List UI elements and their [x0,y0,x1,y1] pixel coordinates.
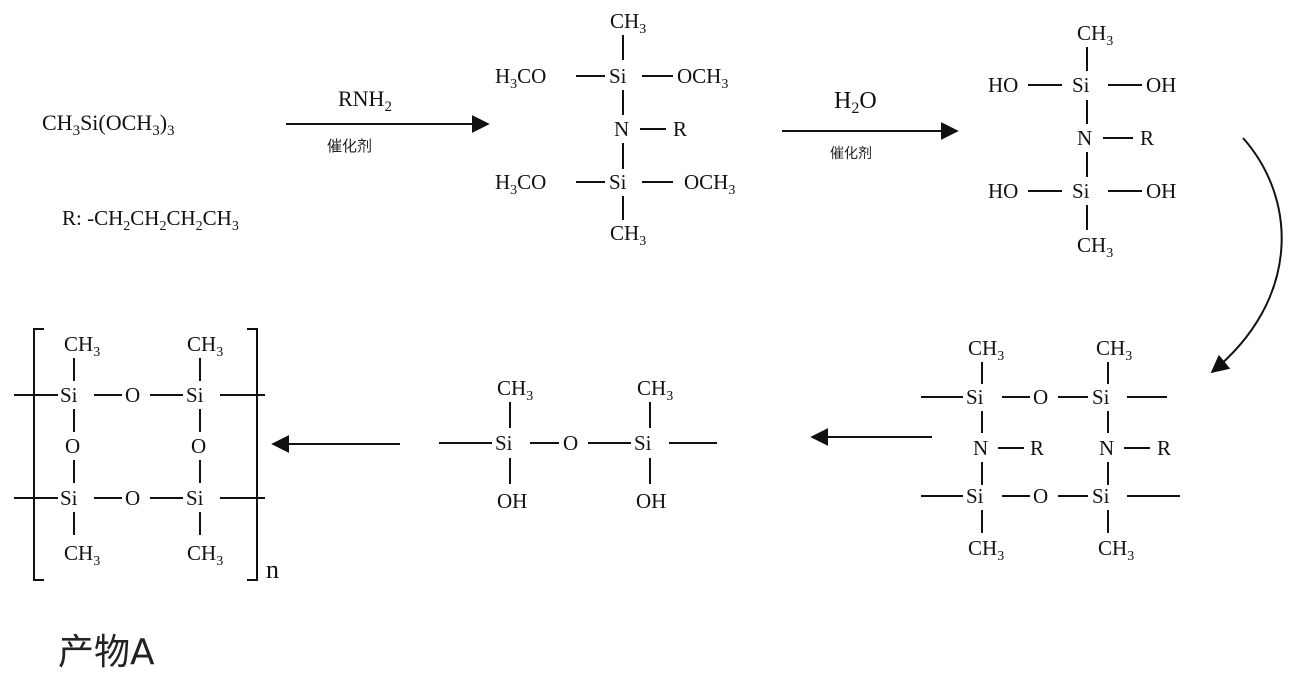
svg-text:Si: Si [966,484,984,508]
step2-reagent: H2O [834,88,877,117]
svg-text:Si: Si [966,385,984,409]
left-bracket [33,328,44,581]
svg-text:O: O [1033,484,1048,508]
intermediate-cyclic-silazane: CH3 CH3 Si O Si N R N R Si O Si CH3 CH3 [921,336,1180,564]
svg-text:O: O [191,434,206,458]
svg-text:OH: OH [1146,73,1176,97]
svg-text:O: O [125,383,140,407]
svg-text:Si: Si [1072,179,1090,203]
svg-text:Si: Si [1072,73,1090,97]
step2-arrow-group: H2O 催化剂 [782,88,959,162]
svg-text:CH3: CH3 [968,536,1004,564]
product-polymer: n CH3 CH3 Si O Si O O Si O Si CH3 CH3 [14,328,279,584]
nitrogen-label: N [614,117,629,141]
svg-text:N: N [1077,126,1092,150]
polymer-n-subscript: n [266,555,279,584]
svg-text:CH3: CH3 [187,541,223,569]
step1-catalyst: 催化剂 [327,137,372,155]
svg-text:R: R [1140,126,1154,150]
step1-reagent: RNH2 [338,86,392,115]
svg-text:CH3: CH3 [1077,21,1113,49]
intermediate-methoxy-disilazane: CH3 H3CO Si OCH3 N R H3CO Si OCH3 CH3 [495,9,735,249]
svg-text:HO: HO [988,179,1018,203]
svg-text:CH3: CH3 [497,376,533,404]
svg-text:Si: Si [186,383,204,407]
svg-text:OH: OH [497,489,527,513]
si-bottom-label: Si [609,170,627,194]
svg-text:R: R [1157,436,1171,460]
svg-text:Si: Si [60,383,78,407]
methyl-top-label: CH3 [610,9,646,37]
step1-arrow-group: RNH2 催化剂 [286,86,490,155]
svg-text:Si: Si [60,486,78,510]
right-bracket [247,328,258,581]
svg-text:O: O [1033,385,1048,409]
methoxy-left-bottom-label: H3CO [495,170,546,198]
svg-text:Si: Si [1092,484,1110,508]
svg-text:Si: Si [186,486,204,510]
svg-text:O: O [125,486,140,510]
svg-text:HO: HO [988,73,1018,97]
svg-text:Si: Si [634,431,652,455]
si-top-label: Si [609,64,627,88]
r-group-definition: R: -CH2CH2CH2CH3 [62,206,239,234]
svg-text:Si: Si [495,431,513,455]
svg-text:CH3: CH3 [64,332,100,360]
svg-text:OH: OH [1146,179,1176,203]
reactant-formula: CH3Si(OCH3)3 [42,110,175,139]
svg-text:OH: OH [636,489,666,513]
intermediate-siloxane: CH3 CH3 Si O Si OH OH [439,376,717,513]
svg-text:N: N [973,436,988,460]
svg-text:Si: Si [1092,385,1110,409]
methoxy-right-top-label: OCH3 [677,64,728,92]
r-substituent-label: R [673,117,687,141]
svg-text:O: O [563,431,578,455]
svg-text:N: N [1099,436,1114,460]
methyl-bottom-label: CH3 [610,221,646,249]
svg-text:CH3: CH3 [1077,233,1113,261]
intermediate-silanol-disilazane: CH3 HO Si OH N R HO Si OH CH3 [988,21,1176,261]
methoxy-right-bottom-label: OCH3 [684,170,735,198]
product-label: 产物A [58,632,155,673]
svg-text:CH3: CH3 [1098,536,1134,564]
step2-catalyst: 催化剂 [830,146,872,162]
svg-text:CH3: CH3 [968,336,1004,364]
svg-text:O: O [65,434,80,458]
svg-text:CH3: CH3 [637,376,673,404]
methoxy-left-top-label: H3CO [495,64,546,92]
curved-arrow [1210,137,1283,374]
svg-text:CH3: CH3 [187,332,223,360]
svg-text:R: R [1030,436,1044,460]
svg-text:CH3: CH3 [1096,336,1132,364]
svg-text:CH3: CH3 [64,541,100,569]
